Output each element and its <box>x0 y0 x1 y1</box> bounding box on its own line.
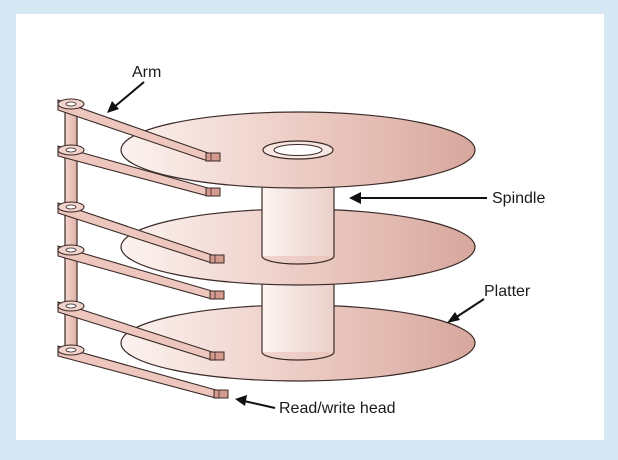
arm-6 <box>57 344 229 399</box>
platter-label-group: Platter <box>447 283 531 323</box>
platter-top <box>120 111 476 189</box>
read-write-head-1 <box>205 152 221 162</box>
spindle-label-group: Spindle <box>349 190 545 207</box>
arm-1 <box>57 98 221 162</box>
arm-3 <box>57 201 225 264</box>
actuator-arms <box>57 98 229 399</box>
arm-label-group: Arm <box>107 64 161 113</box>
read-write-head-2 <box>205 187 221 197</box>
read-write-head-3 <box>209 254 225 264</box>
read-write-head-6 <box>213 389 229 399</box>
arm-label: Arm <box>132 64 161 81</box>
read-write-head-4 <box>209 290 225 300</box>
spindle-label: Spindle <box>492 190 545 207</box>
platter-label: Platter <box>484 283 531 300</box>
head-label: Read/write head <box>279 400 396 417</box>
arm-5 <box>57 300 225 361</box>
head-label-group: Read/write head <box>235 395 396 417</box>
read-write-head-5 <box>209 351 225 361</box>
arm-2 <box>57 144 221 197</box>
arm-4 <box>57 244 225 300</box>
